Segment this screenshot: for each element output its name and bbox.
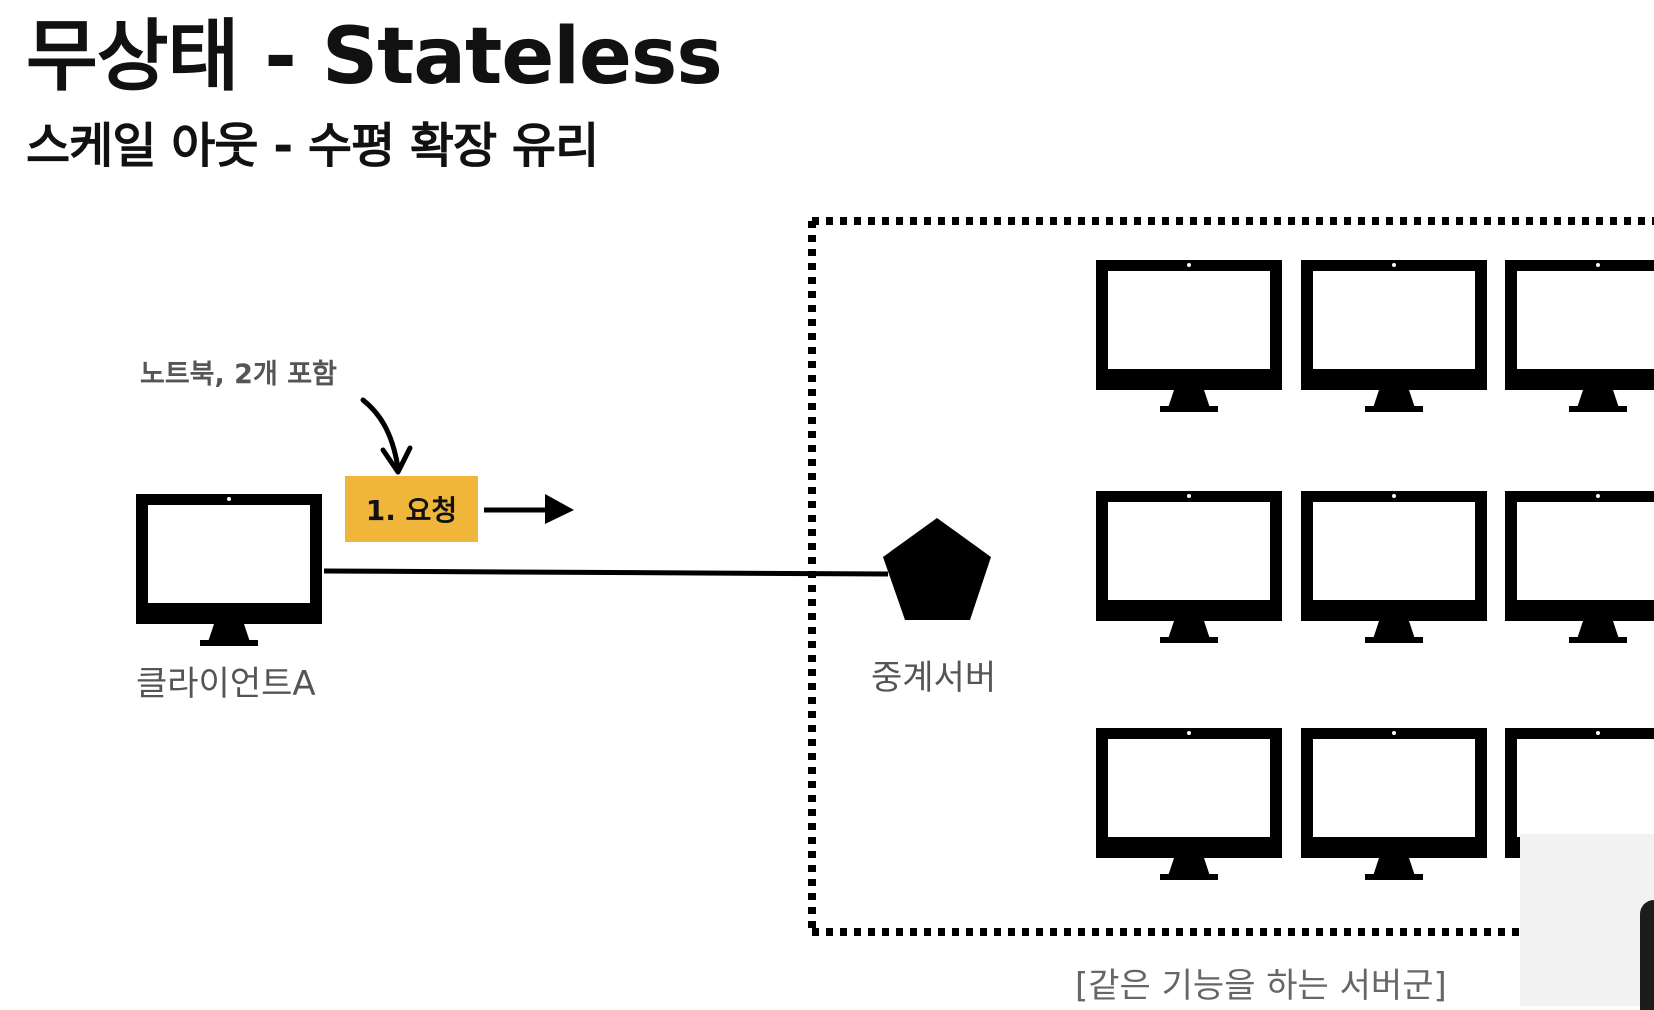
server-monitor-icon [1096, 260, 1282, 412]
server-grid [1096, 260, 1654, 880]
request-box: 1. 요청 [345, 476, 478, 542]
annotation-text: 노트북, 2개 포함 [140, 359, 337, 390]
client-monitor-icon [136, 494, 322, 646]
server-monitor-icon [1301, 491, 1487, 643]
server-monitor-icon [1301, 260, 1487, 412]
server-group-label: [같은 기능을 하는 서버군] [1075, 966, 1447, 1006]
server-monitor-icon [1096, 491, 1282, 643]
connection-line [323, 568, 889, 577]
relay-server-pentagon-icon [883, 518, 991, 620]
presenter-webcam-overlay [1520, 834, 1654, 1006]
server-monitor-icon [1096, 728, 1282, 880]
client-label: 클라이언트A [136, 664, 316, 704]
slide-subtitle: 스케일 아웃 - 수평 확장 유리 [26, 118, 599, 174]
server-monitor-icon [1301, 728, 1487, 880]
slide-title: 무상태 - Stateless [26, 12, 723, 102]
server-monitor-icon [1505, 491, 1654, 643]
annotation-arrow-icon [360, 397, 413, 475]
request-arrow-icon [484, 494, 574, 524]
relay-server-label: 중계서버 [871, 658, 997, 698]
server-monitor-icon [1505, 260, 1654, 412]
server-group-boundary [808, 217, 1654, 936]
presenter-silhouette [1640, 900, 1654, 1010]
